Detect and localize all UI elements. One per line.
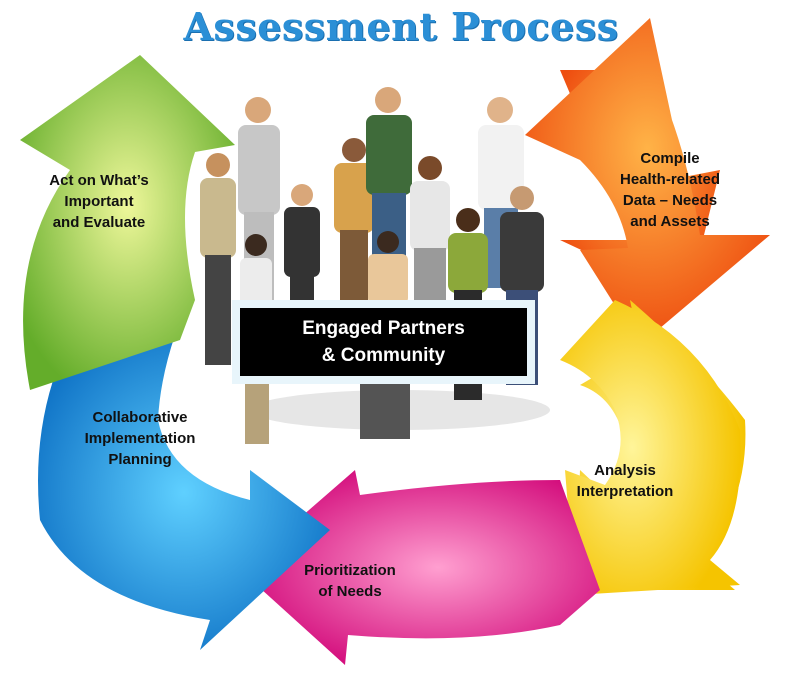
step-collaborative-line: Collaborative [92,409,188,426]
step-collaborative: Collaborative Implementation Planning [60,407,220,470]
step-collaborative-line: Planning [108,451,172,468]
center-label-box: Engaged Partners & Community [232,300,535,384]
step-compile-line: and Assets [630,213,710,230]
step-compile-line: Compile [640,150,700,167]
analysis-arrow-fill [560,300,741,595]
step-analysis-line: Interpretation [576,483,674,500]
people-group-illustration [200,87,550,444]
step-analysis-line: Analysis [594,462,656,479]
compile-arrow-body [525,18,770,345]
step-act-line: Important [64,193,134,210]
diagram-title: Assessment Process [183,3,619,49]
center-label-line: & Community [321,345,446,366]
step-act-line: Act on What’s [49,172,149,189]
collaborative-arrow [38,335,330,650]
step-prioritization: Prioritization of Needs [275,560,425,602]
prioritization-arrow [240,470,600,665]
step-collaborative-line: Implementation [84,430,196,447]
center-label: Engaged Partners & Community [240,308,527,376]
step-act-line: and Evaluate [52,214,146,231]
step-prioritization-line: Prioritization [304,562,396,579]
step-act: Act on What’s Important and Evaluate [24,170,174,233]
step-compile: Compile Health-related Data – Needs and … [595,148,745,232]
center-label-line: Engaged Partners [302,318,465,339]
step-analysis: Analysis Interpretation [555,460,695,502]
act-arrow [20,55,235,390]
step-prioritization-line: of Needs [318,583,382,600]
step-compile-line: Data – Needs [622,192,718,209]
step-compile-line: Health-related [619,171,721,188]
